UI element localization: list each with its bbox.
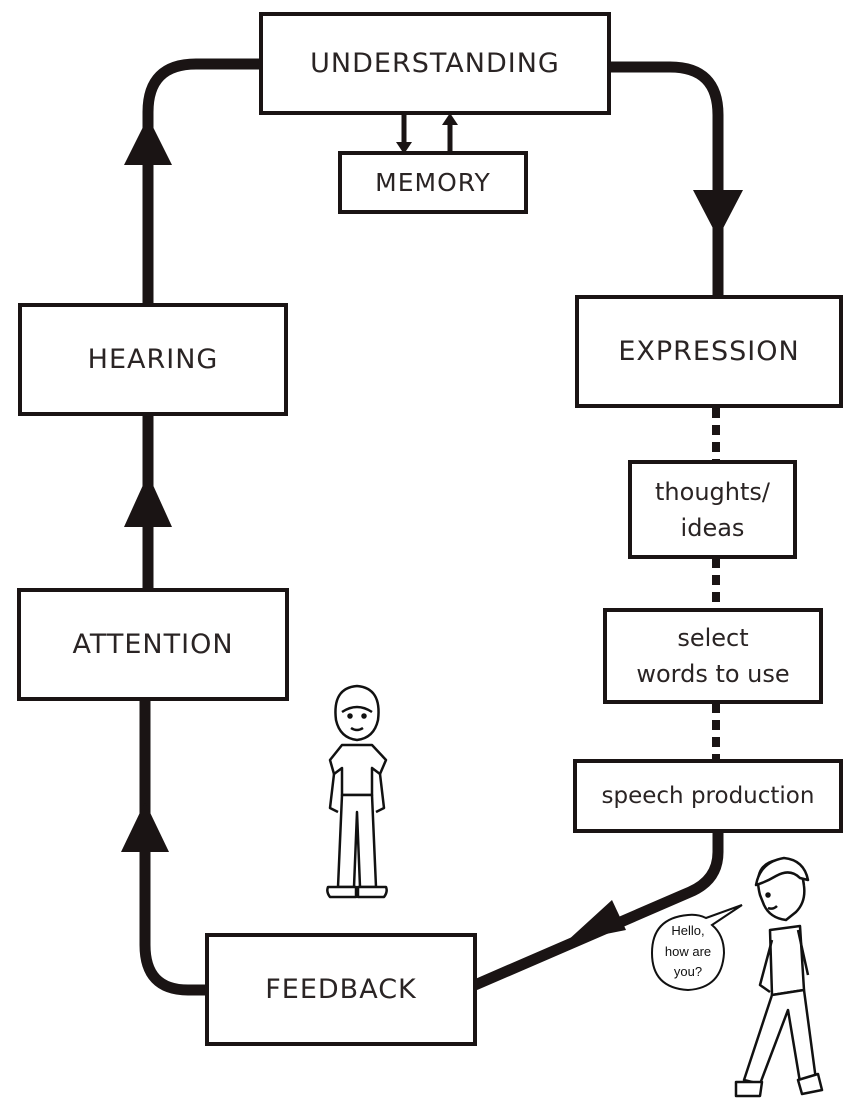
node-thoughts-ideas: thoughts/ ideas [628,460,797,559]
arrowhead-up-attention [124,474,172,527]
bubble-line-3: you? [674,964,702,979]
connector-understanding-expression [610,61,724,298]
node-memory: MEMORY [338,151,528,214]
node-thoughts-line-1: thoughts/ [655,477,770,506]
speaker-figure [734,856,824,1098]
connector-feedback-attention [139,700,210,996]
listener-figure [326,684,388,899]
node-select-words: select words to use [603,608,823,704]
node-select-line-1: select [677,624,749,652]
connector-hearing-understanding [142,58,262,305]
arrowhead-up-hearing [124,117,172,165]
arrowhead-down-right [693,190,743,238]
bubble-line-1: Hello, [671,923,704,938]
bubble-line-2: how are [665,944,711,959]
node-hearing: HEARING [18,303,288,416]
arrowhead-up-feedback [121,802,169,852]
node-speech-production: speech production [573,759,843,833]
node-expression-label: EXPRESSION [618,336,800,367]
node-feedback: FEEDBACK [205,933,477,1046]
node-expression: EXPRESSION [575,295,843,408]
arrowhead-to-memory [396,142,412,154]
node-thoughts-line-2: ideas [680,513,745,542]
node-feedback-label: FEEDBACK [265,974,417,1005]
node-memory-label: MEMORY [375,168,491,197]
speech-bubble: Hello, how are you? [650,904,743,992]
node-attention-label: ATTENTION [72,629,234,660]
node-select-line-2: words to use [636,660,790,688]
node-speech-label: speech production [601,783,815,809]
node-understanding-label: UNDERSTANDING [310,48,560,79]
node-understanding: UNDERSTANDING [259,12,611,115]
connector-speech-feedback [472,832,724,991]
arrowhead-to-understanding [442,113,458,125]
arrowhead-feedback-incoming [566,900,626,942]
node-hearing-label: HEARING [87,344,219,375]
node-attention: ATTENTION [17,588,289,701]
